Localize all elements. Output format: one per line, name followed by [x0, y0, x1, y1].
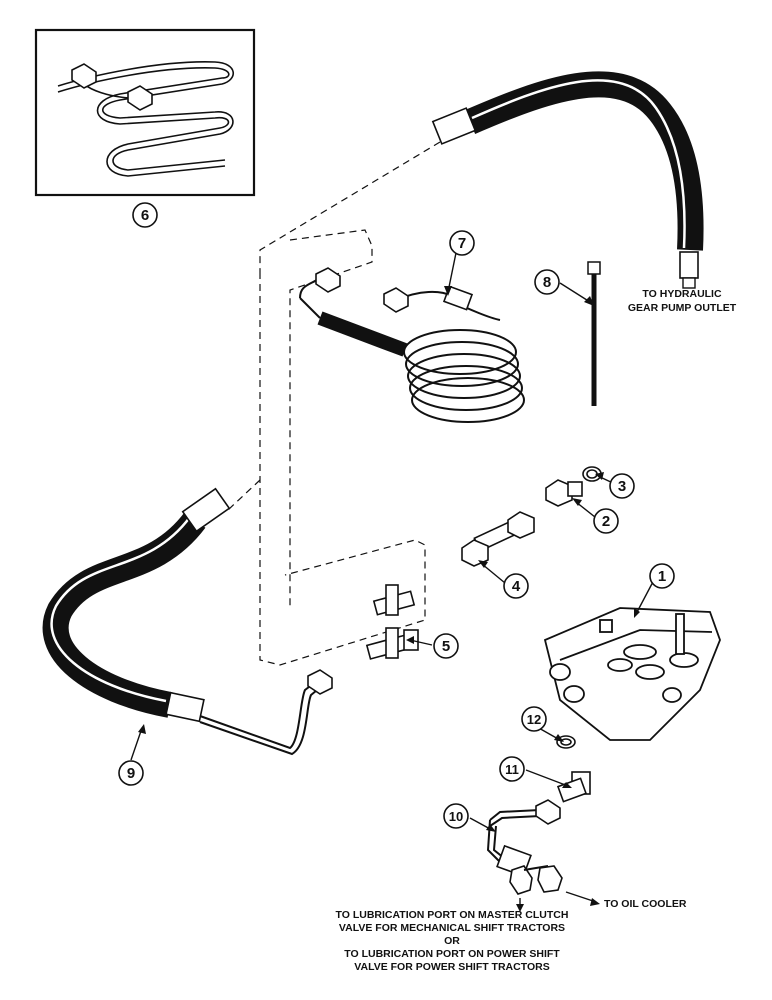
- callout-1: 1: [658, 568, 666, 585]
- callout-11: 11: [505, 762, 519, 777]
- note-pump-line-1: TO HYDRAULIC: [642, 288, 722, 300]
- callout-12: 12: [527, 712, 541, 727]
- notes: TO HYDRAULIC GEAR PUMP OUTLET TO OIL COO…: [336, 288, 737, 973]
- callout-7: 7: [458, 235, 466, 252]
- callout-labels: 1 2 3 4 5 6 7 8 9 10 11 12: [127, 207, 666, 824]
- cable-tie: [587, 261, 601, 406]
- callout-9: 9: [127, 765, 135, 782]
- tee-fittings: [365, 584, 419, 660]
- callout-3: 3: [618, 478, 626, 495]
- callout-8: 8: [543, 274, 551, 291]
- lower-hose: [42, 487, 333, 756]
- inset-tube-detail: [34, 28, 256, 197]
- callouts: [118, 202, 675, 829]
- callout-6: 6: [141, 207, 149, 224]
- fittings-2-3-4: [461, 466, 602, 567]
- note-lube-line-2: VALVE FOR MECHANICAL SHIFT TRACTORS: [339, 922, 565, 934]
- note-oil-cooler: TO OIL COOLER: [604, 898, 687, 910]
- arrow-heads: [138, 286, 640, 912]
- callout-5: 5: [442, 638, 450, 655]
- callout-4: 4: [512, 578, 521, 595]
- note-pump-line-2: GEAR PUMP OUTLET: [628, 302, 737, 314]
- note-lube-line-3: OR: [444, 935, 460, 947]
- callout-2: 2: [602, 513, 610, 530]
- coiled-line: [299, 267, 525, 423]
- note-lube-line-4: TO LUBRICATION PORT ON POWER SHIFT: [344, 948, 560, 960]
- dashed-guide-lines: [227, 141, 441, 666]
- callout-10: 10: [449, 809, 463, 824]
- note-lube-line-5: VALVE FOR POWER SHIFT TRACTORS: [354, 961, 549, 973]
- upper-hose: [431, 71, 704, 289]
- valve-body: [543, 607, 721, 741]
- note-lube-line-1: TO LUBRICATION PORT ON MASTER CLUTCH: [336, 909, 569, 921]
